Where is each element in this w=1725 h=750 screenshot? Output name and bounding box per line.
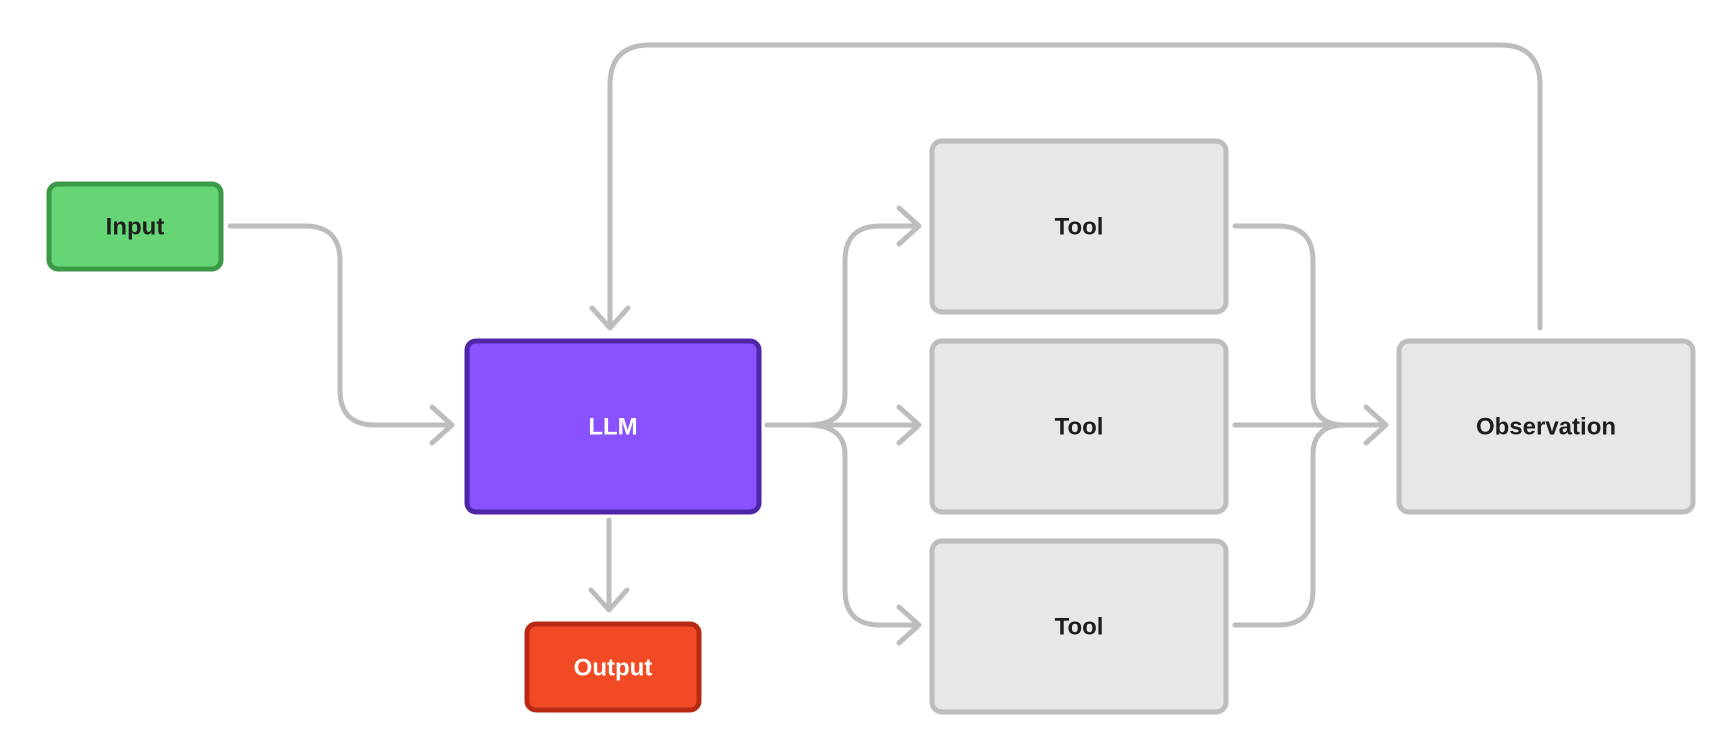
arrowhead-llm-top: [589, 305, 631, 331]
input-label: Input: [106, 214, 165, 241]
output-box: [524, 621, 702, 713]
edge-llm-to-tool-3: [804, 422, 918, 628]
node-output: Output: [524, 621, 702, 713]
edge-observation-to-llm: [607, 42, 1543, 331]
arrowhead-tool-1: [896, 205, 922, 247]
arrowhead-llm-input: [429, 404, 455, 446]
tool-2-label: Tool: [1055, 414, 1104, 441]
edge-tool-1-to-observation: [1232, 223, 1348, 428]
node-input: Input: [46, 181, 224, 272]
node-tool-2: Tool: [929, 338, 1229, 515]
arrowhead-output: [588, 587, 630, 613]
observation-box: [1396, 338, 1696, 515]
edge-input-to-llm: [227, 223, 451, 428]
llm-label: LLM: [588, 414, 637, 441]
arrowhead-tool-2: [896, 404, 922, 446]
observation-label: Observation: [1476, 414, 1616, 441]
arrowhead-tool-3: [896, 604, 922, 646]
node-tool-1: Tool: [929, 138, 1229, 315]
edges: [227, 42, 1543, 646]
node-observation: Observation: [1396, 338, 1696, 515]
tool-1-label: Tool: [1055, 214, 1104, 241]
edge-llm-to-tool-1: [804, 223, 918, 428]
tool-1-box: [929, 138, 1229, 315]
arrowhead-observation: [1363, 404, 1389, 446]
tool-3-box: [929, 538, 1229, 715]
output-label: Output: [574, 655, 653, 682]
edge-tool-3-to-observation: [1232, 422, 1348, 628]
node-tool-3: Tool: [929, 538, 1229, 715]
llm-box: [464, 338, 762, 515]
tool-2-box: [929, 338, 1229, 515]
tool-3-label: Tool: [1055, 614, 1104, 641]
input-box: [46, 181, 224, 272]
node-llm: LLM: [464, 338, 762, 515]
